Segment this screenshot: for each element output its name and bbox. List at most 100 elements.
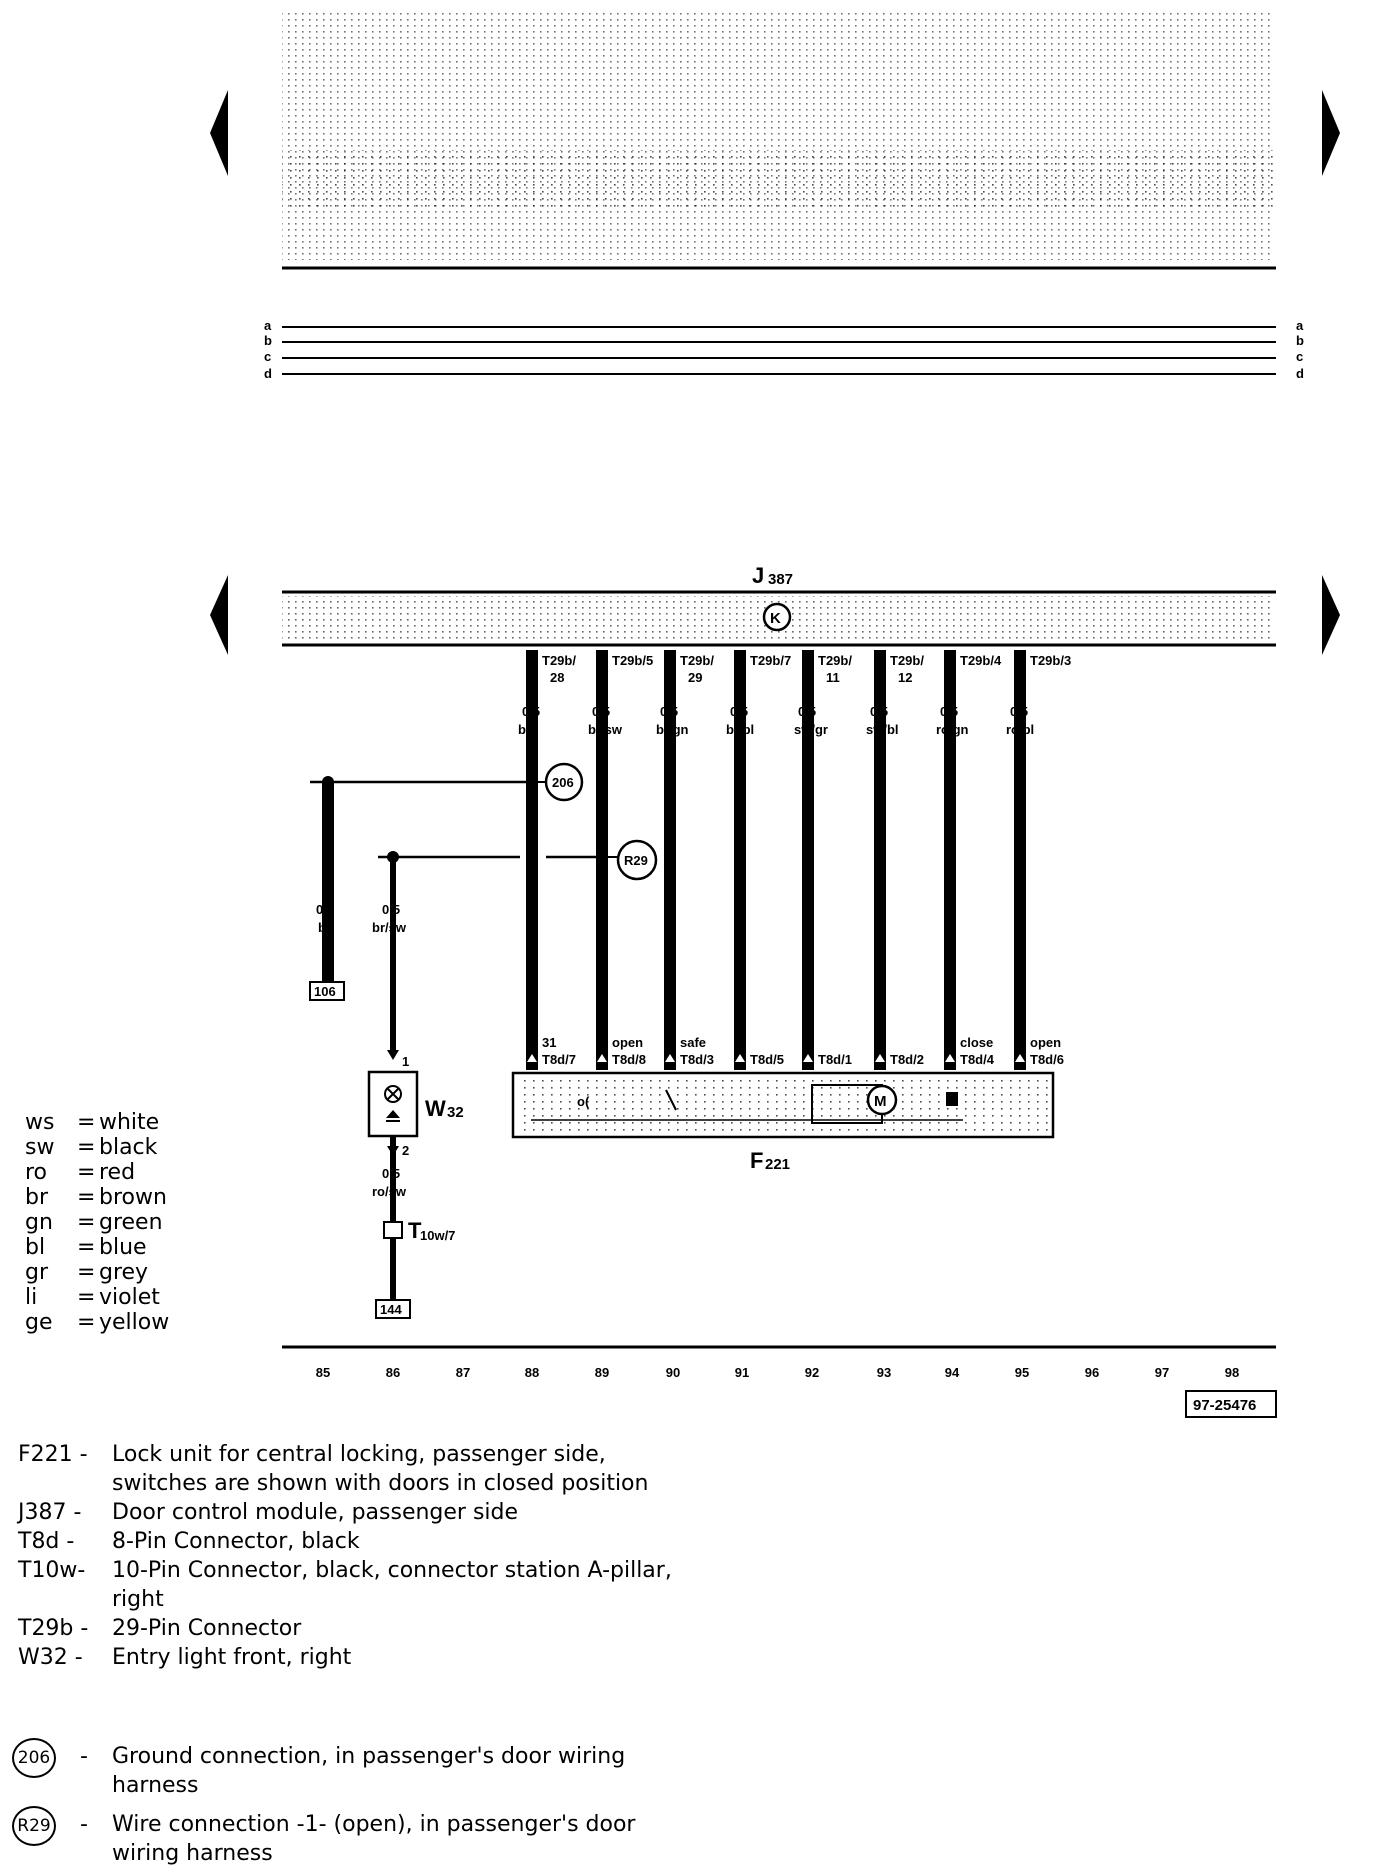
wire-4-pin-top: T29b/7	[750, 653, 791, 668]
component-legend-item: W32 - Entry light front, right	[18, 1643, 672, 1672]
w32-diode-icon	[386, 1110, 400, 1118]
component-legend-item: T29b - 29-Pin Connector	[18, 1614, 672, 1643]
bus-label-b-right: b	[1296, 333, 1304, 348]
svg-text:o(: o(	[577, 1094, 590, 1109]
symbol-legend-item: 206-Ground connection, in passenger's do…	[12, 1738, 652, 1800]
wire-3-function: safe	[680, 1035, 706, 1050]
left-wire-1-ref[interactable]: 106	[314, 984, 336, 999]
color-name: red	[99, 1160, 136, 1185]
component-legend-item: F221 -Lock unit for central locking, pas…	[18, 1440, 672, 1498]
component-legend-item: T10w-10-Pin Connector, black, connector …	[18, 1556, 672, 1614]
equals-sign: =	[77, 1135, 96, 1160]
prev-page-arrow-top[interactable]	[210, 90, 228, 176]
color-name: white	[99, 1110, 160, 1135]
track-number: 94	[945, 1365, 960, 1380]
t10w-name: T	[408, 1218, 422, 1243]
wire-3-pin-top: T29b/	[680, 653, 714, 668]
component-description: Entry light front, right	[112, 1645, 352, 1670]
symbol-circle: 206	[12, 1738, 56, 1778]
color-code: li	[25, 1285, 38, 1310]
color-name: black	[99, 1135, 158, 1160]
wire-3-pin-top2: 29	[688, 670, 702, 685]
component-description: Door control module, passenger side	[112, 1500, 519, 1525]
left-wire-br: 0,5 br 106	[309, 782, 345, 1001]
component-code: T8d -	[18, 1529, 75, 1554]
left-wire-2-color: br/sw	[372, 920, 407, 935]
left-wire-1-color: br	[318, 920, 331, 935]
symbol-description: Wire connection -1- (open), in passenger…	[112, 1812, 636, 1866]
bus-label-c-left: c	[264, 349, 271, 364]
wire-2-pin-top: T29b/5	[612, 653, 653, 668]
wire-4-top-arrow	[735, 650, 745, 660]
wire-4-color: br/bl	[726, 722, 754, 737]
color-name: yellow	[99, 1310, 170, 1335]
wire-5-pin-bottom: T8d/1	[818, 1052, 852, 1067]
t10w-connector-icon	[383, 1221, 403, 1239]
equals-sign: =	[77, 1285, 96, 1310]
symbol-legend: 206-Ground connection, in passenger's do…	[12, 1738, 652, 1874]
track-number: 98	[1225, 1365, 1239, 1380]
wire-3	[664, 650, 676, 1070]
t10w-sub: 10w/7	[420, 1228, 455, 1243]
prev-page-arrow-bottom[interactable]	[210, 575, 228, 655]
separator-dash: -	[80, 1744, 88, 1769]
track-number: 95	[1015, 1365, 1029, 1380]
w32-sub: 32	[447, 1104, 464, 1121]
wire-8-top-arrow	[1015, 650, 1025, 660]
component-description: 29-Pin Connector	[112, 1616, 302, 1641]
wire-3-size: 0,5	[660, 704, 678, 719]
component-description: 10-Pin Connector, black, connector stati…	[112, 1558, 672, 1612]
color-legend-row: ro=red	[25, 1160, 169, 1185]
next-page-arrow-bottom[interactable]	[1322, 575, 1340, 655]
wire-5-size: 0,5	[798, 704, 816, 719]
wire-2-function: open	[612, 1035, 643, 1050]
lock-unit-sub: 221	[765, 1156, 790, 1173]
wire-7-function: close	[960, 1035, 993, 1050]
wire-2-size: 0,5	[592, 704, 610, 719]
module-sub: 387	[768, 571, 793, 588]
w32-lamp-icon	[384, 1085, 402, 1103]
wire-6-pin-top2: 12	[898, 670, 912, 685]
equals-sign: =	[77, 1235, 96, 1260]
w32-pin-bottom: 2	[402, 1143, 409, 1158]
upper-harness-block	[282, 10, 1276, 270]
bus-label-a-right: a	[1296, 318, 1304, 333]
component-description: 8-Pin Connector, black	[112, 1529, 360, 1554]
motor-icon	[866, 1084, 898, 1116]
w32-housing	[367, 1070, 419, 1138]
left-wire-2-ref[interactable]: 144	[380, 1302, 402, 1317]
color-name: blue	[99, 1235, 147, 1260]
component-code: F221 -	[18, 1442, 88, 1467]
track-number: 91	[735, 1365, 749, 1380]
wire-r29-label: R29	[624, 853, 648, 868]
equals-sign: =	[77, 1110, 96, 1135]
component-code: T29b -	[18, 1616, 89, 1641]
left-wire-1-size: 0,5	[316, 902, 334, 917]
symbol-description: Ground connection, in passenger's door w…	[112, 1744, 626, 1798]
color-legend-row: sw=black	[25, 1135, 169, 1160]
lock-unit-name: F	[750, 1148, 763, 1173]
wire-7-size: 0,5	[940, 704, 958, 719]
left-wire-brsw: 0,5 br/sw 1 W 32 2 0,5 ro/sw T 10w/7 144	[367, 857, 464, 1319]
bus-label-a-left: a	[264, 318, 272, 333]
wire-3-bottom-arrow	[665, 1054, 675, 1062]
wire-r29-marker	[616, 839, 658, 881]
ground-206-label: 206	[552, 775, 574, 790]
wire-7-pin-top: T29b/4	[960, 653, 1002, 668]
wire-8-bottom-arrow	[1015, 1054, 1025, 1062]
component-code: W32 -	[18, 1645, 83, 1670]
wire-2-color: br/sw	[588, 722, 623, 737]
bus-label-b-left: b	[264, 333, 272, 348]
wire-5-top-arrow	[803, 650, 813, 660]
w32-name: W	[425, 1096, 446, 1121]
color-code: gn	[25, 1210, 53, 1235]
wire-4-bottom-arrow	[735, 1054, 745, 1062]
next-page-arrow-top[interactable]	[1322, 90, 1340, 176]
color-legend-row: li=violet	[25, 1285, 169, 1310]
wire-1-pin-top2: 28	[550, 670, 564, 685]
microswitch-icon	[946, 1092, 958, 1106]
component-code: J387 -	[18, 1500, 82, 1525]
wire-1	[526, 650, 538, 1070]
track-number: 85	[316, 1365, 330, 1380]
